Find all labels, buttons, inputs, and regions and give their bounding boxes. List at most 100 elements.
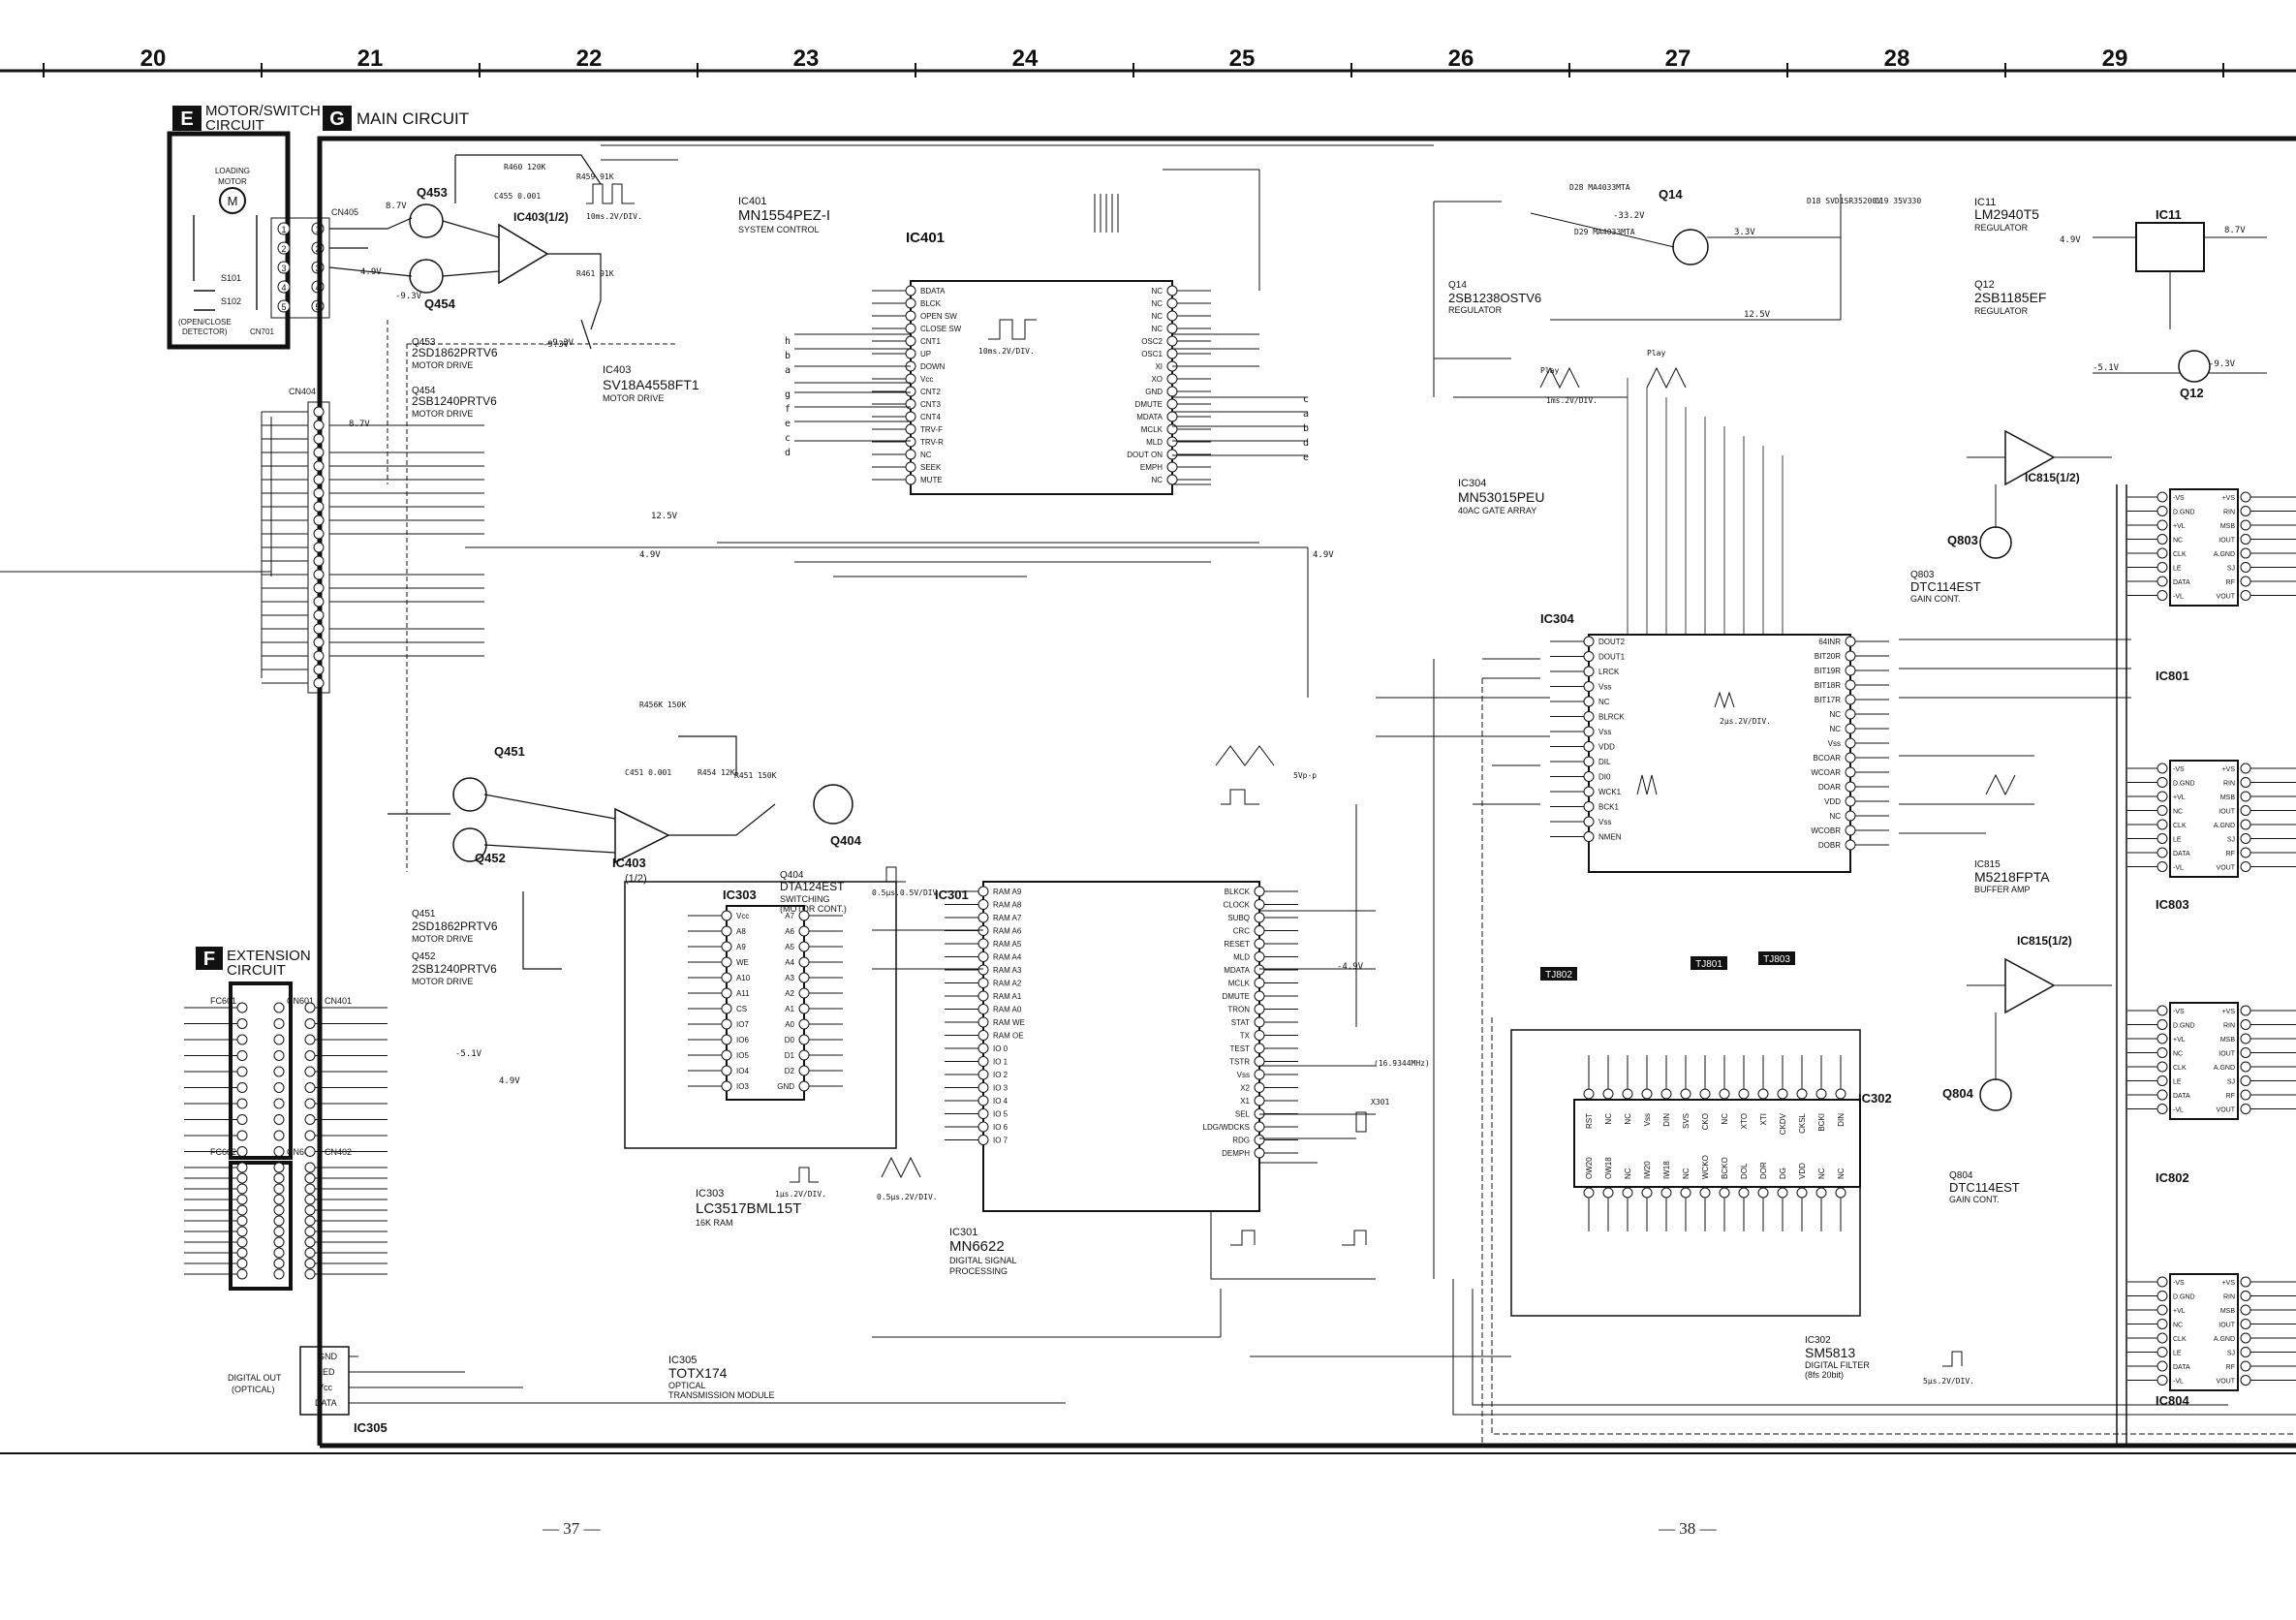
section-f-extension: F EXTENSION CIRCUIT FC601 CN601 CN401 FC… — [184, 947, 388, 1291]
pin-marker — [304, 1082, 316, 1093]
pin-label: BCKI — [1817, 1113, 1826, 1132]
pin-label: BLCK — [920, 299, 942, 308]
pin-marker — [304, 1236, 316, 1248]
pin-label: DMUTE — [1135, 400, 1163, 409]
pin-marker — [977, 1069, 989, 1080]
page-number-right: — 38 — — [1659, 1519, 1717, 1538]
scope-note-1: 10ms.2V/DIV. — [586, 212, 642, 221]
pin-label: D2 — [785, 1067, 795, 1075]
s102-label: S102 — [221, 296, 241, 306]
pin-label: A.GND — [2214, 551, 2235, 558]
pin-marker — [798, 1003, 810, 1014]
section-e-title-2: CIRCUIT — [205, 117, 264, 134]
pin-label: 64INR — [1818, 638, 1841, 646]
svg-text:-9.3V: -9.3V — [395, 292, 422, 301]
buffer-amp-block: IC815(1/2) IC815(1/2) Q803 Q804 Q803 DTC… — [1910, 429, 2112, 1204]
pin-label: IO 5 — [993, 1110, 1008, 1119]
scope-note-6: 1ms.2V/DIV. — [1546, 396, 1598, 405]
scope-note-play-2: Play — [1647, 349, 1665, 358]
ic302-part: SM5813 — [1805, 1345, 1855, 1360]
pin-marker — [798, 1034, 810, 1045]
pin-label: STAT — [1231, 1018, 1250, 1027]
grid-col-23: 23 — [793, 46, 820, 72]
pin-marker — [304, 1247, 316, 1259]
pin-label: A8 — [736, 927, 746, 936]
pin-label: X2 — [1240, 1084, 1250, 1093]
cn601-label: CN601 — [287, 996, 314, 1006]
pin-label: IO4 — [736, 1067, 749, 1075]
grid-col-27: 27 — [1665, 46, 1691, 72]
pin-marker — [304, 1114, 316, 1125]
pin-label: RAM WE — [993, 1018, 1025, 1027]
motor-drive-lower: Q451 Q452 IC403 (1/2) C451 0.001 R456K 1… — [388, 701, 862, 986]
pin-marker — [1166, 449, 1178, 460]
pin-label: +VS — [2222, 1009, 2236, 1015]
svg-text:M: M — [228, 194, 238, 208]
q453-role: MOTOR DRIVE — [412, 360, 473, 370]
pin-marker — [798, 1049, 810, 1061]
pin-label: NMEN — [1598, 833, 1622, 842]
pin-label: MCLK — [1141, 425, 1164, 434]
pin-marker — [977, 1043, 989, 1054]
ic303-role: 16K RAM — [696, 1218, 733, 1228]
pin-marker — [905, 411, 916, 422]
pin-marker — [1166, 297, 1178, 309]
q454-role: MOTOR DRIVE — [412, 409, 473, 419]
q404-role-1: SWITCHING — [780, 894, 830, 904]
pin-label: MSB — [2220, 523, 2236, 530]
ic301-body — [982, 881, 1260, 1212]
pin-label: Vss — [1828, 739, 1841, 748]
pin-label: D.GND — [2173, 510, 2195, 516]
scope-note-5vpp: 5Vp-p — [1293, 771, 1317, 780]
pin-label: OW20 — [1585, 1157, 1594, 1179]
svg-text:c: c — [785, 433, 791, 444]
pin-label: +VL — [2173, 1037, 2186, 1044]
pin-marker — [1845, 708, 1856, 720]
svg-text:a: a — [785, 365, 791, 376]
ic403-role: MOTOR DRIVE — [603, 393, 664, 403]
pin-label: DEMPH — [1222, 1149, 1250, 1158]
digital-out-label-1: DIGITAL OUT — [228, 1373, 282, 1383]
pin-marker — [273, 1146, 285, 1157]
cn404-label: CN404 — [289, 387, 316, 396]
ic301-part: MN6622 — [949, 1238, 1005, 1255]
ic302-body — [1573, 1099, 1861, 1188]
pin-label: +VL — [2173, 523, 2186, 530]
ic802-chip: -VSD.GND+VLNCCLKLEDATA-VL+VSRINMSBIOUTA.… — [2127, 1002, 2296, 1120]
svg-text:a: a — [1303, 409, 1309, 420]
pin-label: IO 3 — [993, 1084, 1008, 1093]
pin-marker — [1845, 752, 1856, 763]
ic301-right-pins: BLKCKCLOCKSUBQCRCRESETMLDMDATAMCLKDMUTET… — [1203, 886, 1298, 1159]
pin-marker — [721, 1065, 732, 1076]
pin-label: A5 — [785, 943, 794, 951]
pin-label: EMPH — [1140, 463, 1163, 472]
section-g-main-circuit: G MAIN CIRCUIT — [0, 106, 2296, 1454]
grid-col-28: 28 — [1884, 46, 1910, 72]
svg-text:D28 MA4033MTA: D28 MA4033MTA — [1569, 183, 1630, 192]
pin-marker — [1583, 696, 1595, 707]
pin-label: IO 0 — [993, 1044, 1008, 1053]
pin-label: GND — [1145, 388, 1163, 396]
ic302-body-label: IC302 — [1858, 1091, 1892, 1106]
pin-marker — [1254, 964, 1265, 976]
pin-marker — [236, 1258, 248, 1269]
pin-label: RAM A2 — [993, 980, 1022, 988]
pin-marker — [1796, 1088, 1808, 1100]
scope-waveforms-right: Play Play 1ms.2V/DIV. 2μs.2V/DIV. 5μs.2V… — [1539, 349, 2016, 1386]
q404-caption-ref: Q404 — [780, 870, 804, 881]
pin-marker — [273, 1236, 285, 1248]
q452-role: MOTOR DRIVE — [412, 977, 473, 986]
motor-drive-block: Q453 Q454 IC403(1/2) 8.7V -9.3V 4.9V -9.… — [328, 154, 699, 872]
pin-marker — [798, 910, 810, 921]
cn405-connector: CN405 1 2 3 4 5 1 2 3 4 5 — [270, 207, 358, 319]
pin-marker — [1254, 990, 1265, 1002]
pin-label: MSB — [2220, 1037, 2236, 1044]
ic303-body — [726, 905, 805, 1101]
page-number-left: — 37 — — [543, 1519, 601, 1538]
pin-marker — [721, 1018, 732, 1030]
q451-part: 2SD1862PRTV6 — [412, 919, 498, 933]
ic302-ref: IC302 — [1805, 1335, 1831, 1346]
pin-marker — [1583, 711, 1595, 722]
ic305-role-1: OPTICAL — [668, 1381, 706, 1390]
